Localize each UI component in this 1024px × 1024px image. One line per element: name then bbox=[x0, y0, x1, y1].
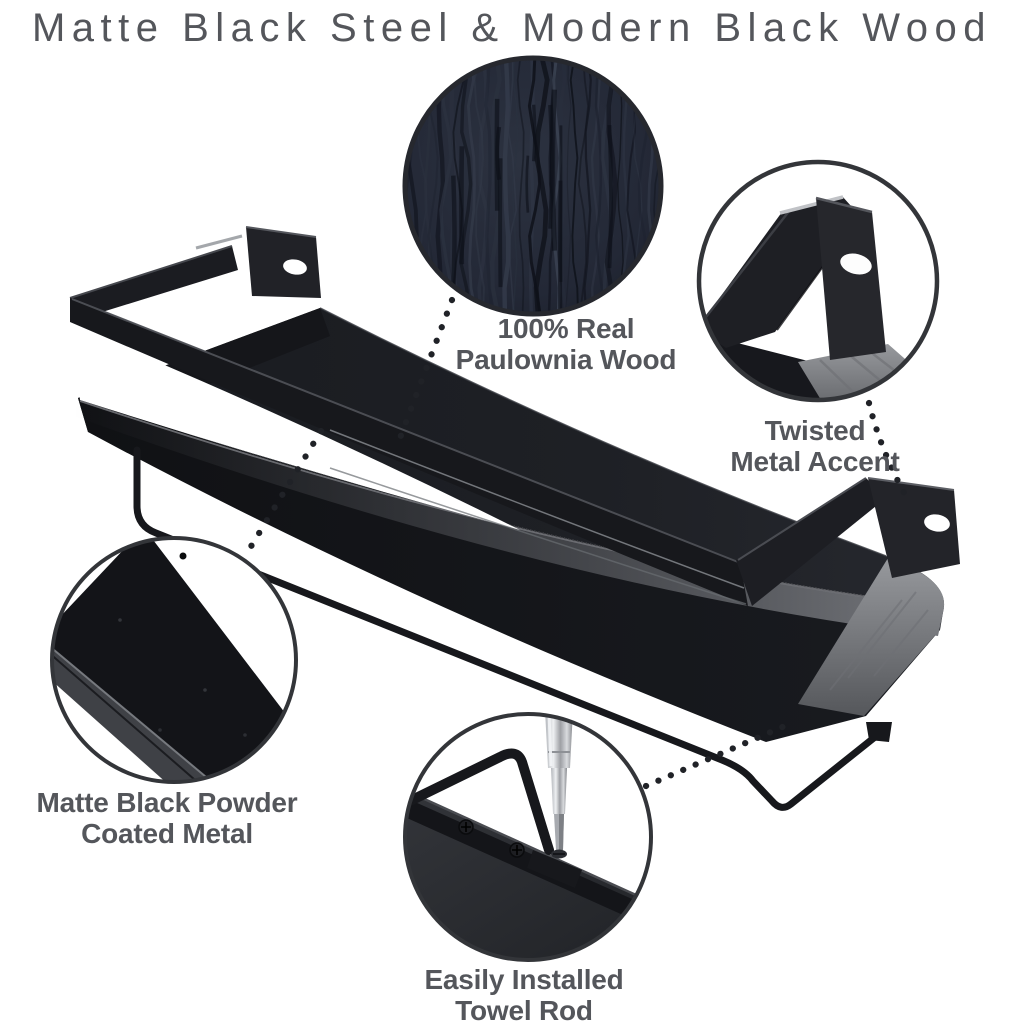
metal-bar bbox=[52, 538, 296, 782]
label-paulownia-wood: 100% Real Paulownia Wood bbox=[411, 313, 721, 375]
callout-circle-towel-rod bbox=[403, 712, 653, 962]
board-top-surface bbox=[78, 308, 945, 606]
connector-wood bbox=[393, 296, 456, 450]
rail-right-riser bbox=[736, 478, 886, 606]
screwdriver bbox=[545, 714, 573, 859]
bracket-hole bbox=[840, 253, 872, 275]
left-bracket-tab bbox=[246, 227, 321, 298]
connector-towel-rod bbox=[642, 718, 798, 790]
label-twisted-line2: Metal Accent bbox=[730, 446, 900, 477]
label-wood-line1: 100% Real bbox=[497, 313, 635, 344]
rail-left-return bbox=[70, 246, 238, 322]
rail-front-band bbox=[70, 298, 748, 606]
rod-foot-plate bbox=[527, 850, 582, 888]
twisted-bracket-tab bbox=[816, 198, 886, 360]
label-towel-rod: Easily Installed Towel Rod bbox=[369, 964, 679, 1024]
label-metal-line1: Matte Black Powder bbox=[36, 787, 298, 818]
label-wood-line2: Paulownia Wood bbox=[455, 344, 677, 375]
label-metal-line2: Coated Metal bbox=[81, 818, 253, 849]
right-bracket-tab bbox=[868, 478, 960, 578]
shelf-product bbox=[69, 226, 960, 811]
callout-circle-twisted-metal bbox=[696, 159, 940, 403]
label-twisted-metal-accent: Twisted Metal Accent bbox=[660, 415, 970, 477]
rod-right-mount bbox=[866, 722, 892, 742]
rail-board-gap bbox=[72, 326, 520, 530]
strip-screw bbox=[509, 842, 525, 858]
dotted-connectors bbox=[240, 296, 912, 790]
right-mount-hole bbox=[924, 514, 950, 532]
callout-circle-wood bbox=[402, 55, 664, 317]
strip-screw bbox=[458, 819, 474, 835]
page-title: Matte Black Steel & Modern Black Wood bbox=[31, 6, 993, 50]
callout-circle-powder-metal bbox=[50, 536, 298, 784]
label-rod-line1: Easily Installed bbox=[424, 964, 624, 995]
label-rod-line2: Towel Rod bbox=[455, 995, 593, 1024]
label-twisted-line1: Twisted bbox=[764, 415, 866, 446]
left-mount-hole bbox=[283, 259, 307, 275]
connector-twisted-metal bbox=[865, 399, 912, 504]
rod-bracket bbox=[407, 748, 554, 855]
connector-powder-metal bbox=[240, 427, 325, 562]
towel-rod bbox=[133, 446, 884, 811]
gallery-rail bbox=[69, 226, 960, 606]
label-powder-coated-metal: Matte Black Powder Coated Metal bbox=[12, 787, 322, 849]
board-right-end bbox=[798, 558, 945, 716]
